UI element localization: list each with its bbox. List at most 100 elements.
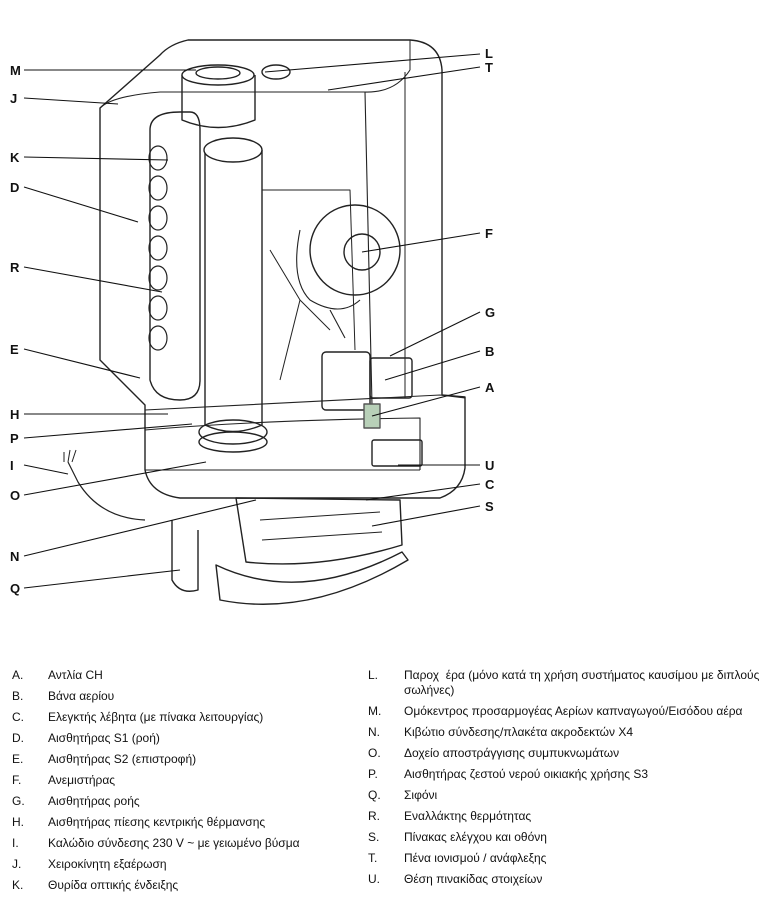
legend-text: Παροχ έρα (μόνο κατά τη χρήση συστήματος… bbox=[404, 668, 760, 697]
callout-r: R bbox=[10, 260, 20, 275]
legend-text: Αντλία CH bbox=[48, 668, 103, 682]
legend-item-o: O. Δοχείο αποστράγγισης συμπυκνωμάτων bbox=[368, 746, 768, 761]
control-panel-display bbox=[259, 511, 383, 541]
legend-letter: J. bbox=[12, 857, 22, 871]
legend-text: Πένα ιονισμού / ανάφλεξης bbox=[404, 851, 547, 865]
legend-text: Κιβώτιο σύνδεσης/πλακέτα ακροδεκτών X4 bbox=[404, 725, 634, 739]
legend-letter: B. bbox=[12, 689, 24, 703]
legend-letter: L. bbox=[368, 668, 379, 682]
flue-adaptor bbox=[181, 75, 256, 129]
legend-letter: R. bbox=[368, 809, 380, 823]
legend-item-t: T. Πένα ιονισμού / ανάφλεξης bbox=[368, 851, 768, 866]
legend-item-a: A. Αντλία CH bbox=[12, 668, 362, 683]
legend-text: Αισθητήρας ζεστού νερού οικιακής χρήσης … bbox=[404, 767, 649, 781]
legend-text: Χειροκίνητη εξαέρωση bbox=[48, 857, 167, 871]
callout-j: J bbox=[10, 91, 17, 106]
legend-text: Δοχείο αποστράγγισης συμπυκνωμάτων bbox=[404, 746, 620, 760]
legend-item-q: Q. Σιφόνι bbox=[368, 788, 768, 803]
callout-k: K bbox=[10, 150, 20, 165]
leader-lines bbox=[23, 53, 481, 589]
pipe-top bbox=[203, 137, 263, 163]
callout-e: E bbox=[10, 342, 19, 357]
legend-text: Ανεμιστήρας bbox=[48, 773, 116, 787]
legend-text: Ομόκεντρος προσαρμογέας Αερίων καπναγωγο… bbox=[404, 704, 743, 718]
legend-letter: A. bbox=[12, 668, 24, 682]
legend-letter: K. bbox=[12, 878, 24, 892]
fan-hub bbox=[343, 233, 381, 271]
control-panel-door bbox=[215, 551, 409, 605]
legend-letter: T. bbox=[368, 851, 378, 865]
legend-letter: C. bbox=[12, 710, 24, 724]
legend-text: Ελεγκτής λέβητα (με πίνακα λειτουργίας) bbox=[48, 710, 264, 724]
control-panel bbox=[235, 497, 403, 565]
legend-column-right: L. Παροχ έρα (μόνο κατά τη χρήση συστήματ… bbox=[368, 668, 768, 893]
callout-t: T bbox=[485, 60, 493, 75]
gas-valve-head bbox=[369, 357, 413, 399]
callout-u: U bbox=[485, 458, 494, 473]
pipe-collar bbox=[198, 419, 268, 445]
callout-f: F bbox=[485, 226, 493, 241]
legend-letter: M. bbox=[368, 704, 382, 718]
gas-valve-body bbox=[321, 351, 371, 411]
legend-column-left: A. Αντλία CH B.Βάνα αερίου C. Ελεγκτής λέβ… bbox=[12, 668, 362, 899]
boiler-exploded-diagram: M J K D R E H P I O N Q L T F G B A U C … bbox=[10, 39, 495, 605]
legend-item-l: L. Παροχ έρα (μόνο κατά τη χρήση συστήματ… bbox=[368, 668, 768, 698]
legend-letter: H. bbox=[12, 815, 24, 829]
legend-item-f: F.Ανεμιστήρας bbox=[12, 773, 362, 788]
callout-m: M bbox=[10, 63, 21, 78]
legend-text: Αισθητήρας πίεσης κεντρικής θέρμανσης bbox=[48, 815, 266, 829]
legend-item-m: M. Ομόκεντρος προσαρμογέας Αερίων καπναγω… bbox=[368, 704, 768, 719]
casing-top-face bbox=[99, 69, 411, 406]
legend-item-d: D. Αισθητήρας S1 (ροή) bbox=[12, 731, 362, 746]
callout-g: G bbox=[485, 305, 495, 320]
callout-s: S bbox=[485, 499, 494, 514]
legend-item-e: E. Αισθητήρας S2 (επιστροφή) bbox=[12, 752, 362, 767]
legend-text: Θυρίδα οπτικής ένδειξης bbox=[48, 878, 179, 892]
casing-bottom-tray bbox=[144, 394, 466, 471]
callout-labels: M J K D R E H P I O N Q L T F G B A U C … bbox=[10, 46, 495, 596]
legend-letter: P. bbox=[368, 767, 378, 781]
inner-frame bbox=[262, 189, 356, 381]
callout-q: Q bbox=[10, 581, 20, 596]
legend-text: Αισθητήρας ροής bbox=[48, 794, 140, 808]
heat-exchanger-coils bbox=[148, 145, 168, 351]
pipe-collar-lower bbox=[198, 431, 268, 453]
boiler-casing bbox=[99, 39, 466, 499]
legend-item-p: P. Αισθητήρας ζεστού νερού οικιακής χρήση… bbox=[368, 767, 768, 782]
air-supply-port bbox=[261, 64, 291, 80]
legend-text: Αισθητήρας S2 (επιστροφή) bbox=[48, 752, 197, 766]
flue-adaptor-top bbox=[181, 64, 255, 86]
fan-housing bbox=[309, 204, 401, 296]
cable-wires bbox=[63, 449, 77, 463]
legend-text: Σιφόνι bbox=[404, 788, 438, 802]
flue-inner-ring bbox=[195, 66, 241, 80]
callout-p: P bbox=[10, 431, 19, 446]
legend-letter: I. bbox=[12, 836, 19, 850]
parts-legend: A. Αντλία CH B.Βάνα αερίου C. Ελεγκτής λέβ… bbox=[0, 668, 781, 900]
legend-item-i: I. Καλώδιο σύνδεσης 230 V ~ με γειωμένο β… bbox=[12, 836, 362, 851]
callout-c: C bbox=[485, 477, 495, 492]
legend-text: Καλώδιο σύνδεσης 230 V ~ με γειωμένο βύσ… bbox=[48, 836, 300, 850]
legend-item-h: H. Αισθητήρας πίεσης κεντρικής θέρμανσης bbox=[12, 815, 362, 830]
legend-text: Αισθητήρας S1 (ροή) bbox=[48, 731, 160, 745]
legend-item-j: J. Χειροκίνητη εξαέρωση bbox=[12, 857, 362, 872]
legend-item-s: S.Πίνακας ελέγχου και οθόνη bbox=[368, 830, 768, 845]
legend-item-n: N.Κιβώτιο σύνδεσης/πλακέτα ακροδεκτών X4 bbox=[368, 725, 768, 740]
fan-body bbox=[296, 229, 361, 339]
vertical-pipe bbox=[204, 150, 263, 433]
callout-h: H bbox=[10, 407, 19, 422]
legend-text: Θέση πινακίδας στοιχείων bbox=[404, 872, 543, 886]
legend-letter: O. bbox=[368, 746, 381, 760]
legend-item-b: B.Βάνα αερίου bbox=[12, 689, 362, 704]
legend-item-k: K. Θυρίδα οπτικής ένδειξης bbox=[12, 878, 362, 893]
legend-letter: U. bbox=[368, 872, 380, 886]
legend-item-u: U. Θέση πινακίδας στοιχείων bbox=[368, 872, 768, 887]
legend-letter: D. bbox=[12, 731, 24, 745]
callout-b: B bbox=[485, 344, 494, 359]
legend-letter: Q. bbox=[368, 788, 381, 802]
legend-letter: G. bbox=[12, 794, 25, 808]
heat-exchanger-shell bbox=[149, 111, 201, 401]
legend-item-c: C. Ελεγκτής λέβητα (με πίνακα λειτουργίας… bbox=[12, 710, 362, 725]
legend-letter: E. bbox=[12, 752, 24, 766]
side-terminal-box bbox=[371, 439, 423, 467]
